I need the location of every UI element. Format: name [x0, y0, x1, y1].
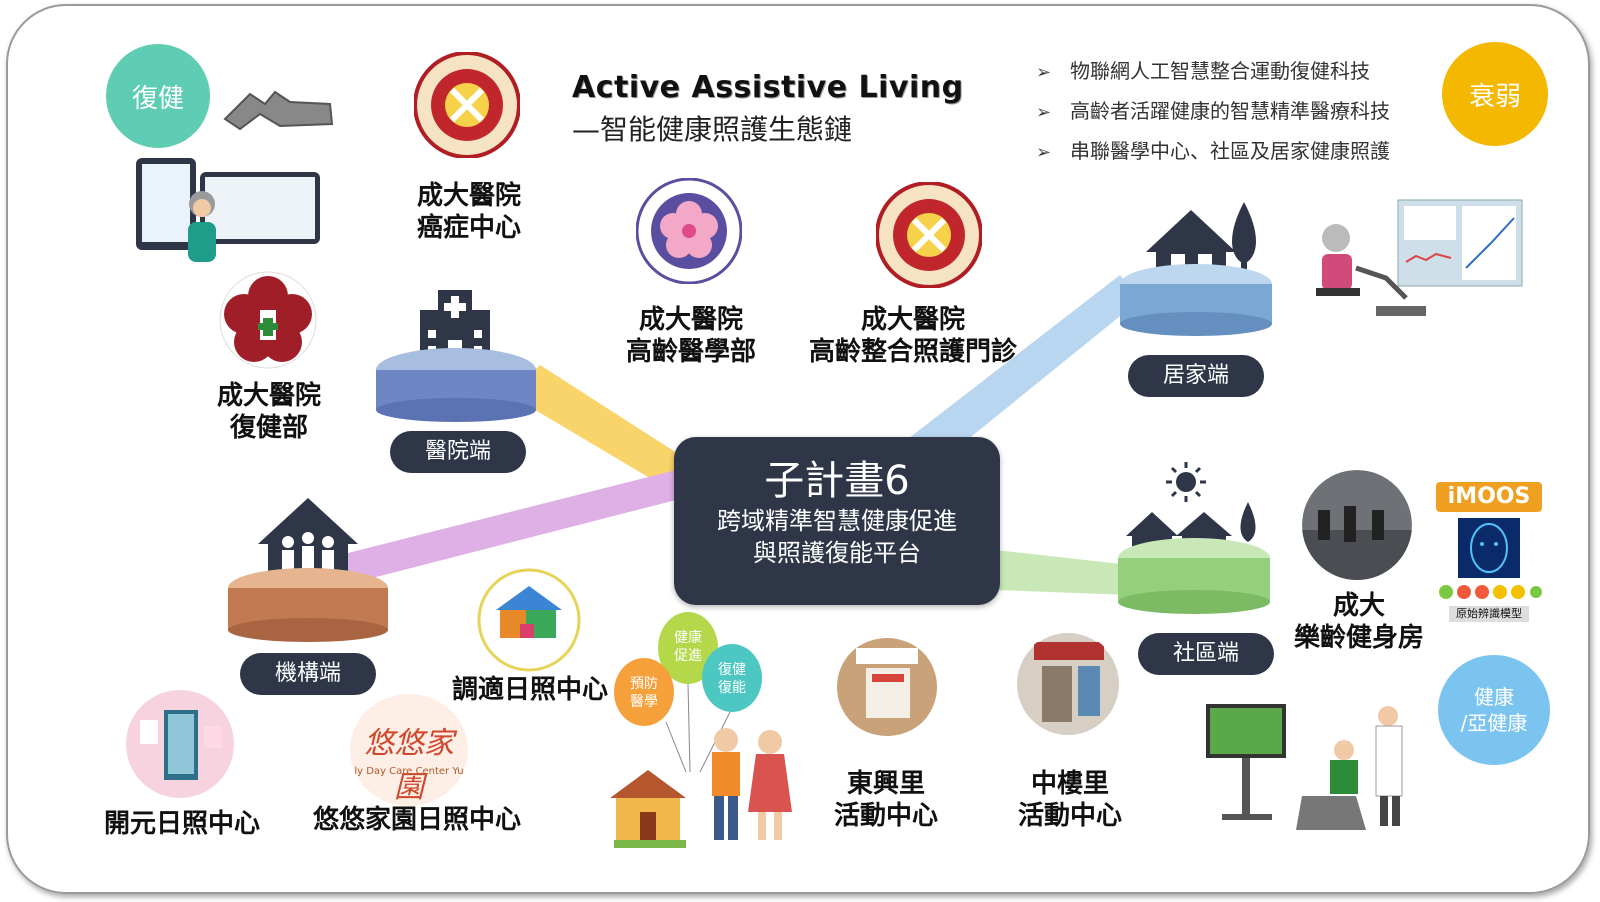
activity-center-image: [1017, 633, 1119, 735]
tablet-icon: [200, 172, 320, 244]
arrow-icon: ➢: [1036, 142, 1052, 163]
home-node-icon: [1120, 202, 1272, 336]
community-node-icon: [1118, 462, 1270, 614]
cancer-center-label: 成大醫院 癌症中心: [416, 181, 521, 243]
balloons-elderly-couple-illustration: 健康 促進 預防 醫學 復健 復能: [610, 612, 792, 848]
zhonglou-center-label: 中樓里 活動中心: [1017, 769, 1122, 831]
tablet-icon: [136, 158, 196, 250]
hospital-node-icon: [376, 290, 536, 422]
balloon-health-line2: 促進: [674, 648, 702, 664]
home-link: [900, 275, 1140, 470]
rehab-dept-label: 成大醫院 復健部: [216, 381, 321, 443]
ncku-medical-logo: [875, 181, 983, 289]
institution-node-icon: [228, 498, 388, 642]
daycare-house-logo-icon: [477, 568, 581, 672]
rehab-dept-logo: [218, 270, 318, 370]
robotic-arm-icon: [223, 90, 334, 131]
title-chinese: —智能健康照護生態鏈: [572, 113, 853, 146]
institution-node-label: 機構端: [240, 653, 376, 695]
hospital-node-label: 醫院端: [390, 431, 526, 473]
bullet-item: ➢高齡者活躍健康的智慧精準醫療科技: [1036, 92, 1390, 132]
community-node-label: 社區端: [1138, 633, 1274, 675]
imoos-panel: iMOOS 原始辨識模型: [1436, 482, 1542, 622]
balloon-health-line1: 健康: [674, 629, 702, 646]
institution-link: [340, 470, 676, 585]
kaiyuan-daycare-photo: [124, 690, 236, 798]
face-recognition-icon: [1458, 518, 1520, 578]
arrow-icon: ➢: [1036, 102, 1052, 123]
arrow-icon: ➢: [1036, 62, 1052, 83]
home-exercise-monitor-icon: [1316, 199, 1523, 316]
ncku-seal-icon: [413, 51, 521, 159]
youyou-daycare-label: 悠悠家園日照中心: [312, 805, 521, 835]
ncku-seal-icon: [875, 181, 983, 289]
bullet-list: ➢物聯網人工智慧整合運動復健科技 ➢高齡者活躍健康的智慧精準醫療科技 ➢串聯醫學…: [1036, 52, 1390, 172]
community-link: [996, 550, 1130, 595]
healthy-badge: 健康 /亞健康: [1438, 655, 1550, 765]
slide-frame: [6, 4, 1590, 894]
exergame-rehab-illustration: [1206, 704, 1403, 830]
flower-logo-icon: [219, 271, 317, 369]
hospital-link: [510, 365, 680, 490]
central-project-box: 子計畫6 跨域精準智慧健康促進 與照護復能平台: [674, 437, 1000, 605]
dongxing-center-label: 東興里 活動中心: [833, 769, 938, 831]
emotion-faces-icon: [1439, 585, 1542, 599]
bullet-item: ➢串聯醫學中心、社區及居家健康照護: [1036, 132, 1390, 172]
imoos-caption: 原始辨識模型: [1449, 606, 1529, 622]
kaiyuan-daycare-label: 開元日照中心: [103, 809, 260, 839]
zhonglou-center-photo: [1016, 632, 1120, 736]
geriatrics-logo: [635, 177, 743, 285]
balloon-prevent-line1: 預防: [630, 676, 658, 692]
imoos-logo: iMOOS: [1436, 482, 1542, 512]
adaptive-daycare-label: 調適日照中心: [451, 675, 608, 705]
senior-gym-label: 成大 樂齡健身房: [1293, 591, 1424, 653]
geriatrics-seal-icon: [635, 177, 743, 285]
balloon-rehab-line2: 復能: [718, 679, 746, 696]
dongxing-center-photo: [836, 638, 938, 736]
frail-badge: 衰弱: [1442, 42, 1548, 146]
gym-interior-image: [1302, 470, 1412, 580]
bullet-item: ➢物聯網人工智慧整合運動復健科技: [1036, 52, 1390, 92]
balloon-rehab-line1: 復健: [718, 661, 746, 678]
sun-icon: [1166, 462, 1206, 502]
balloon-prevent-line2: 醫學: [630, 694, 658, 710]
youyou-daycare-logo: 悠悠家園 ly Day Care Center Yu: [350, 694, 468, 806]
adaptive-daycare-logo: [476, 568, 582, 672]
title-english: Active Assistive Living: [572, 70, 964, 105]
rehab-badge: 復健: [106, 44, 210, 148]
activity-center-image: [837, 638, 937, 736]
geriatrics-label: 成大醫院 高齡醫學部: [625, 305, 756, 367]
home-node-label: 居家端: [1128, 355, 1264, 397]
ncku-medical-logo: [413, 51, 521, 159]
senior-gym-photo: [1302, 470, 1412, 580]
project-subtitle-2: 與照護復能平台: [753, 539, 921, 567]
integrated-clinic-label: 成大醫院 高齡整合照護門診: [808, 305, 1017, 367]
daycare-entrance-image: [126, 690, 234, 798]
project-subtitle-1: 跨域精準智慧健康促進: [717, 507, 957, 535]
project-title: 子計畫6: [764, 458, 910, 504]
elderly-woman-icon: [188, 191, 216, 262]
